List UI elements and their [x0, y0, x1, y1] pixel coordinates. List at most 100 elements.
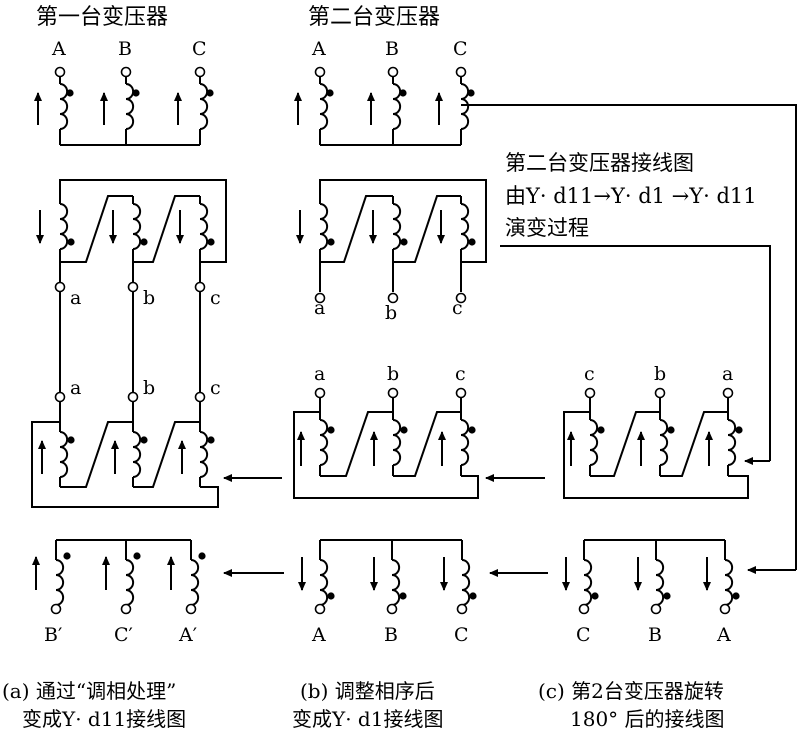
winding-coil — [724, 559, 734, 606]
polarity-dot — [467, 89, 475, 97]
winding-coil — [132, 431, 142, 478]
delta2-outer-loop — [319, 179, 487, 263]
polarity-dot — [206, 89, 214, 97]
winding-coil — [199, 83, 209, 130]
winding-coil — [461, 559, 471, 606]
terminal-b-delta — [314, 387, 326, 399]
terminal-sec2 — [455, 292, 467, 304]
winding-coil — [199, 203, 209, 250]
terminal-primary-top — [194, 66, 206, 78]
delta-a-link-1 — [60, 421, 133, 488]
terminal-primary2-top — [387, 66, 399, 78]
winding-coil — [319, 83, 329, 130]
label-c-delta-2: a — [722, 363, 733, 385]
label-sec-lower-1: b — [143, 377, 155, 399]
label-sec2-b: b — [385, 302, 397, 324]
note-line-1: 第二台变压器接线图 — [505, 151, 694, 175]
delta-c-link-2 — [660, 411, 728, 477]
label-b-bottom-0: A — [311, 624, 326, 646]
terminal-lower-delta — [54, 391, 66, 403]
polarity-dot — [326, 89, 334, 97]
terminal-b-bottom — [456, 603, 468, 615]
terminal-a-bottom — [50, 603, 62, 615]
winding-coil — [319, 419, 329, 466]
label-b-bottom-1: B — [384, 624, 398, 646]
delta2-link-1 — [320, 195, 393, 263]
winding-coil — [583, 559, 593, 606]
label-sec2-c: c — [452, 297, 463, 319]
delta-a-outer-loop — [31, 421, 219, 508]
polarity-dot — [66, 89, 74, 97]
terminal-c-delta — [722, 387, 734, 399]
label-c-delta-0: c — [584, 363, 595, 385]
polarity-dot — [399, 592, 407, 600]
winding-coil — [392, 83, 402, 130]
polarity-dot — [140, 436, 148, 444]
label-b-delta-1: b — [387, 363, 399, 385]
terminal-primary-top — [120, 66, 132, 78]
label-b-delta-2: c — [455, 363, 466, 385]
winding-coil — [659, 419, 669, 466]
polarity-dot — [468, 426, 476, 434]
title-second-transformer: 第二台变压器 — [308, 5, 440, 30]
label-primary2-0: A — [311, 38, 326, 60]
polarity-dot — [732, 592, 740, 600]
winding-coil — [132, 203, 142, 250]
winding-coil — [727, 419, 737, 466]
winding-coil — [392, 203, 402, 250]
winding-coil — [319, 203, 329, 250]
terminal-c-delta — [654, 387, 666, 399]
polarity-dot — [207, 436, 215, 444]
terminal-a-bottom — [120, 603, 132, 615]
polarity-dot — [469, 592, 477, 600]
label-b-bottom-2: C — [454, 624, 469, 646]
delta-link-2 — [133, 195, 200, 263]
winding-coil — [199, 431, 209, 478]
label-c-delta-1: b — [654, 363, 666, 385]
caption-b-line-1: (b) 调整相序后 — [300, 679, 435, 703]
terminal-primary2-top — [455, 66, 467, 78]
delta-c-link-1 — [590, 411, 660, 477]
delta-b-link-1 — [320, 411, 393, 477]
caption-a-line-2: 变成Y· d11接线图 — [22, 707, 186, 731]
delta-b-link-2 — [393, 411, 461, 477]
caption-c-line-1: (c) 第2台变压器旋转 — [538, 679, 724, 703]
winding-coil — [655, 559, 665, 606]
wiring-drawing — [31, 66, 797, 615]
note-line-2: 由Y· d11→Y· d1 →Y· d11 — [505, 184, 757, 208]
polarity-dot — [735, 426, 743, 434]
winding-coil — [460, 203, 470, 250]
label-c-bottom-0: C — [576, 624, 591, 646]
polarity-dot — [468, 238, 476, 246]
winding-coil — [460, 83, 470, 130]
terminal-c-bottom — [578, 603, 590, 615]
winding-coil — [59, 83, 69, 130]
polarity-dot — [67, 238, 75, 246]
delta-outer-loop — [59, 179, 227, 263]
label-primary-1: B — [118, 38, 132, 60]
terminal-sec-a — [194, 281, 206, 293]
winding-coil — [59, 203, 69, 250]
label-sec-lower-2: c — [210, 377, 221, 399]
winding-coil — [125, 83, 135, 130]
label-c-bottom-1: B — [648, 624, 662, 646]
polarity-dot — [591, 592, 599, 600]
polarity-dot — [207, 238, 215, 246]
label-a-bottom-1: C′ — [114, 624, 133, 646]
terminal-sec2 — [387, 292, 399, 304]
terminal-sec2 — [314, 292, 326, 304]
winding-coil — [319, 559, 329, 606]
terminal-c-bottom — [719, 603, 731, 615]
label-a-bottom-0: B′ — [44, 624, 62, 646]
polarity-dot — [400, 238, 408, 246]
label-sec2-a: a — [314, 297, 325, 319]
polarity-dot — [132, 89, 140, 97]
polarity-dot — [327, 238, 335, 246]
label-c-bottom-2: A — [716, 624, 731, 646]
terminal-a-bottom — [185, 603, 197, 615]
terminal-b-bottom — [386, 603, 398, 615]
terminal-sec-a — [54, 281, 66, 293]
